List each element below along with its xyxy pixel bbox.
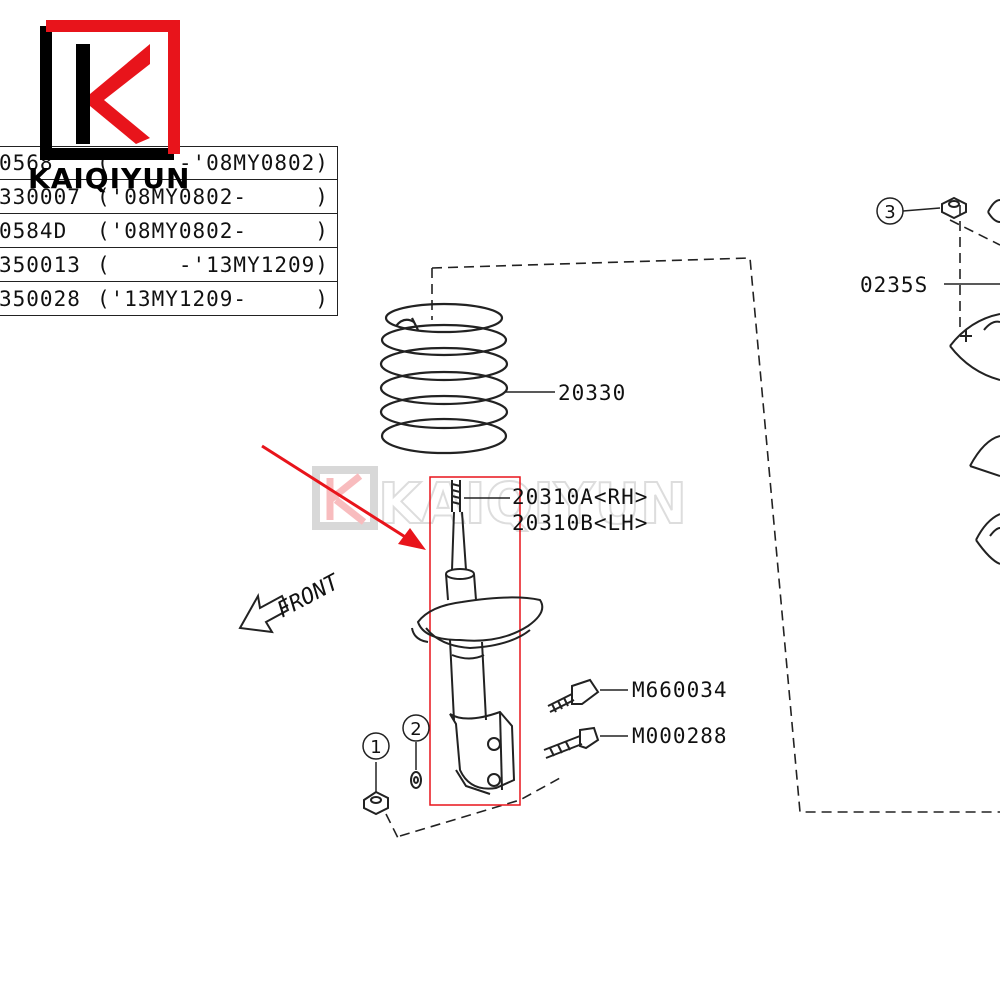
callout-3: 3 — [876, 197, 904, 225]
part-code: 350028 — [0, 286, 81, 311]
label-mount: 0235S — [860, 273, 928, 297]
part-range: ('08MY0802- ) — [97, 218, 329, 243]
watermark: KAIQIYUN — [312, 466, 688, 538]
callout-2: 2 — [402, 714, 430, 742]
label-strut-lh: 20310B<LH> — [512, 511, 648, 535]
red-arrow-pointer — [261, 444, 426, 550]
label-bolt-lower: M000288 — [632, 724, 728, 748]
table-row: 330007 ('08MY0802- ) — [0, 180, 338, 214]
assembly-dashed-outline — [385, 205, 1000, 839]
watermark-text: KAIQIYUN — [378, 472, 687, 537]
label-spring: 20330 — [558, 381, 626, 405]
mount-nut — [941, 196, 967, 220]
bolt-upper — [547, 678, 600, 713]
part-range: ('13MY1209- ) — [97, 286, 329, 311]
label-strut-rh: 20310A<RH> — [512, 485, 648, 509]
brand-logo — [40, 20, 180, 160]
part-code: 350013 — [0, 252, 81, 277]
label-front: FRONT — [273, 569, 345, 623]
part-range: ('08MY0802- ) — [97, 184, 329, 209]
washer — [410, 771, 422, 789]
svg-text:3: 3 — [884, 202, 895, 223]
mount-cap — [987, 199, 1000, 223]
table-row: 0584D ('08MY0802- ) — [0, 214, 338, 248]
label-bolt-upper: M660034 — [632, 678, 728, 702]
nut — [363, 790, 389, 816]
strut-assembly — [411, 480, 544, 795]
part-code: 330007 — [0, 184, 81, 209]
part-code: 0584D — [0, 218, 68, 243]
coil-spring — [379, 302, 509, 455]
table-row: 350013 ( -'13MY1209) — [0, 248, 338, 282]
strut-highlight-box — [429, 476, 521, 806]
strut-top-mount — [949, 313, 1000, 565]
bolt-lower — [543, 726, 600, 759]
part-range: ( -'13MY1209) — [97, 252, 329, 277]
brand-name: KAIQIYUN — [28, 162, 191, 195]
svg-text:2: 2 — [410, 719, 421, 740]
svg-text:1: 1 — [370, 737, 381, 758]
part-number-table: 0568 ( -'08MY0802) 330007 ('08MY0802- ) … — [0, 146, 338, 316]
callout-1: 1 — [362, 732, 390, 760]
front-direction-arrow: FRONT — [238, 569, 345, 634]
table-row: 350028 ('13MY1209- ) — [0, 282, 338, 316]
